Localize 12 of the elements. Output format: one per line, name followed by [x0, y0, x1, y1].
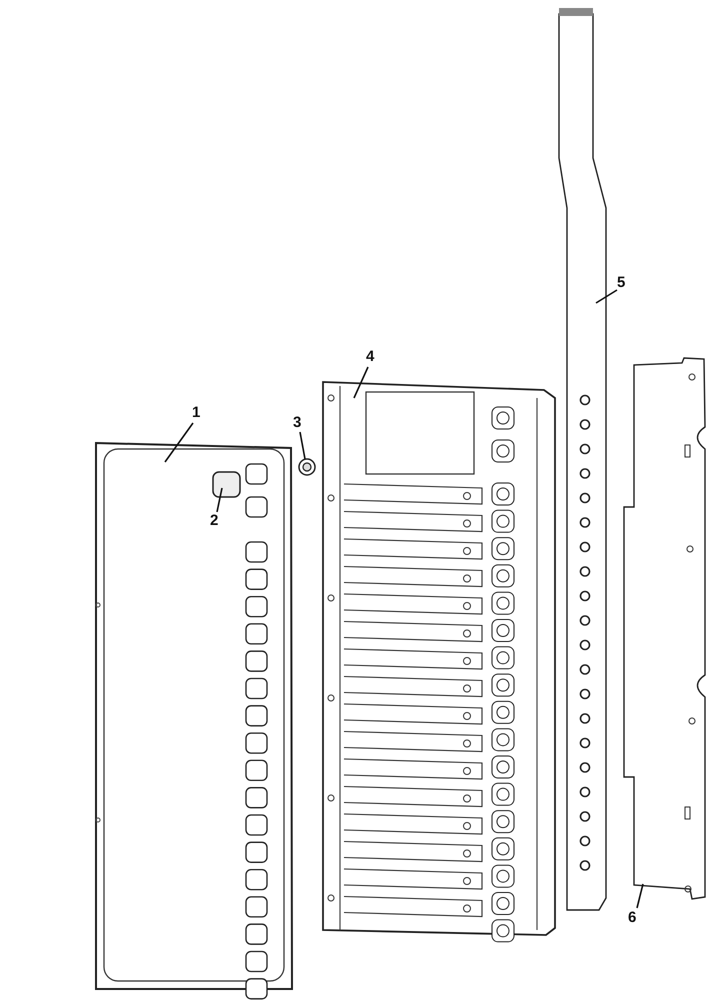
leader-line [216, 488, 223, 512]
leader-line [353, 366, 369, 398]
callout-number: 6 [628, 910, 636, 925]
callout-number: 4 [366, 349, 374, 364]
callout-number: 2 [210, 513, 218, 528]
leader-line [299, 432, 306, 460]
leader-line [164, 422, 194, 462]
leader-line [596, 289, 618, 304]
callout-number: 1 [192, 405, 200, 420]
callout-number: 5 [617, 275, 626, 290]
callout-number: 3 [293, 415, 302, 430]
leader-line [636, 884, 644, 908]
